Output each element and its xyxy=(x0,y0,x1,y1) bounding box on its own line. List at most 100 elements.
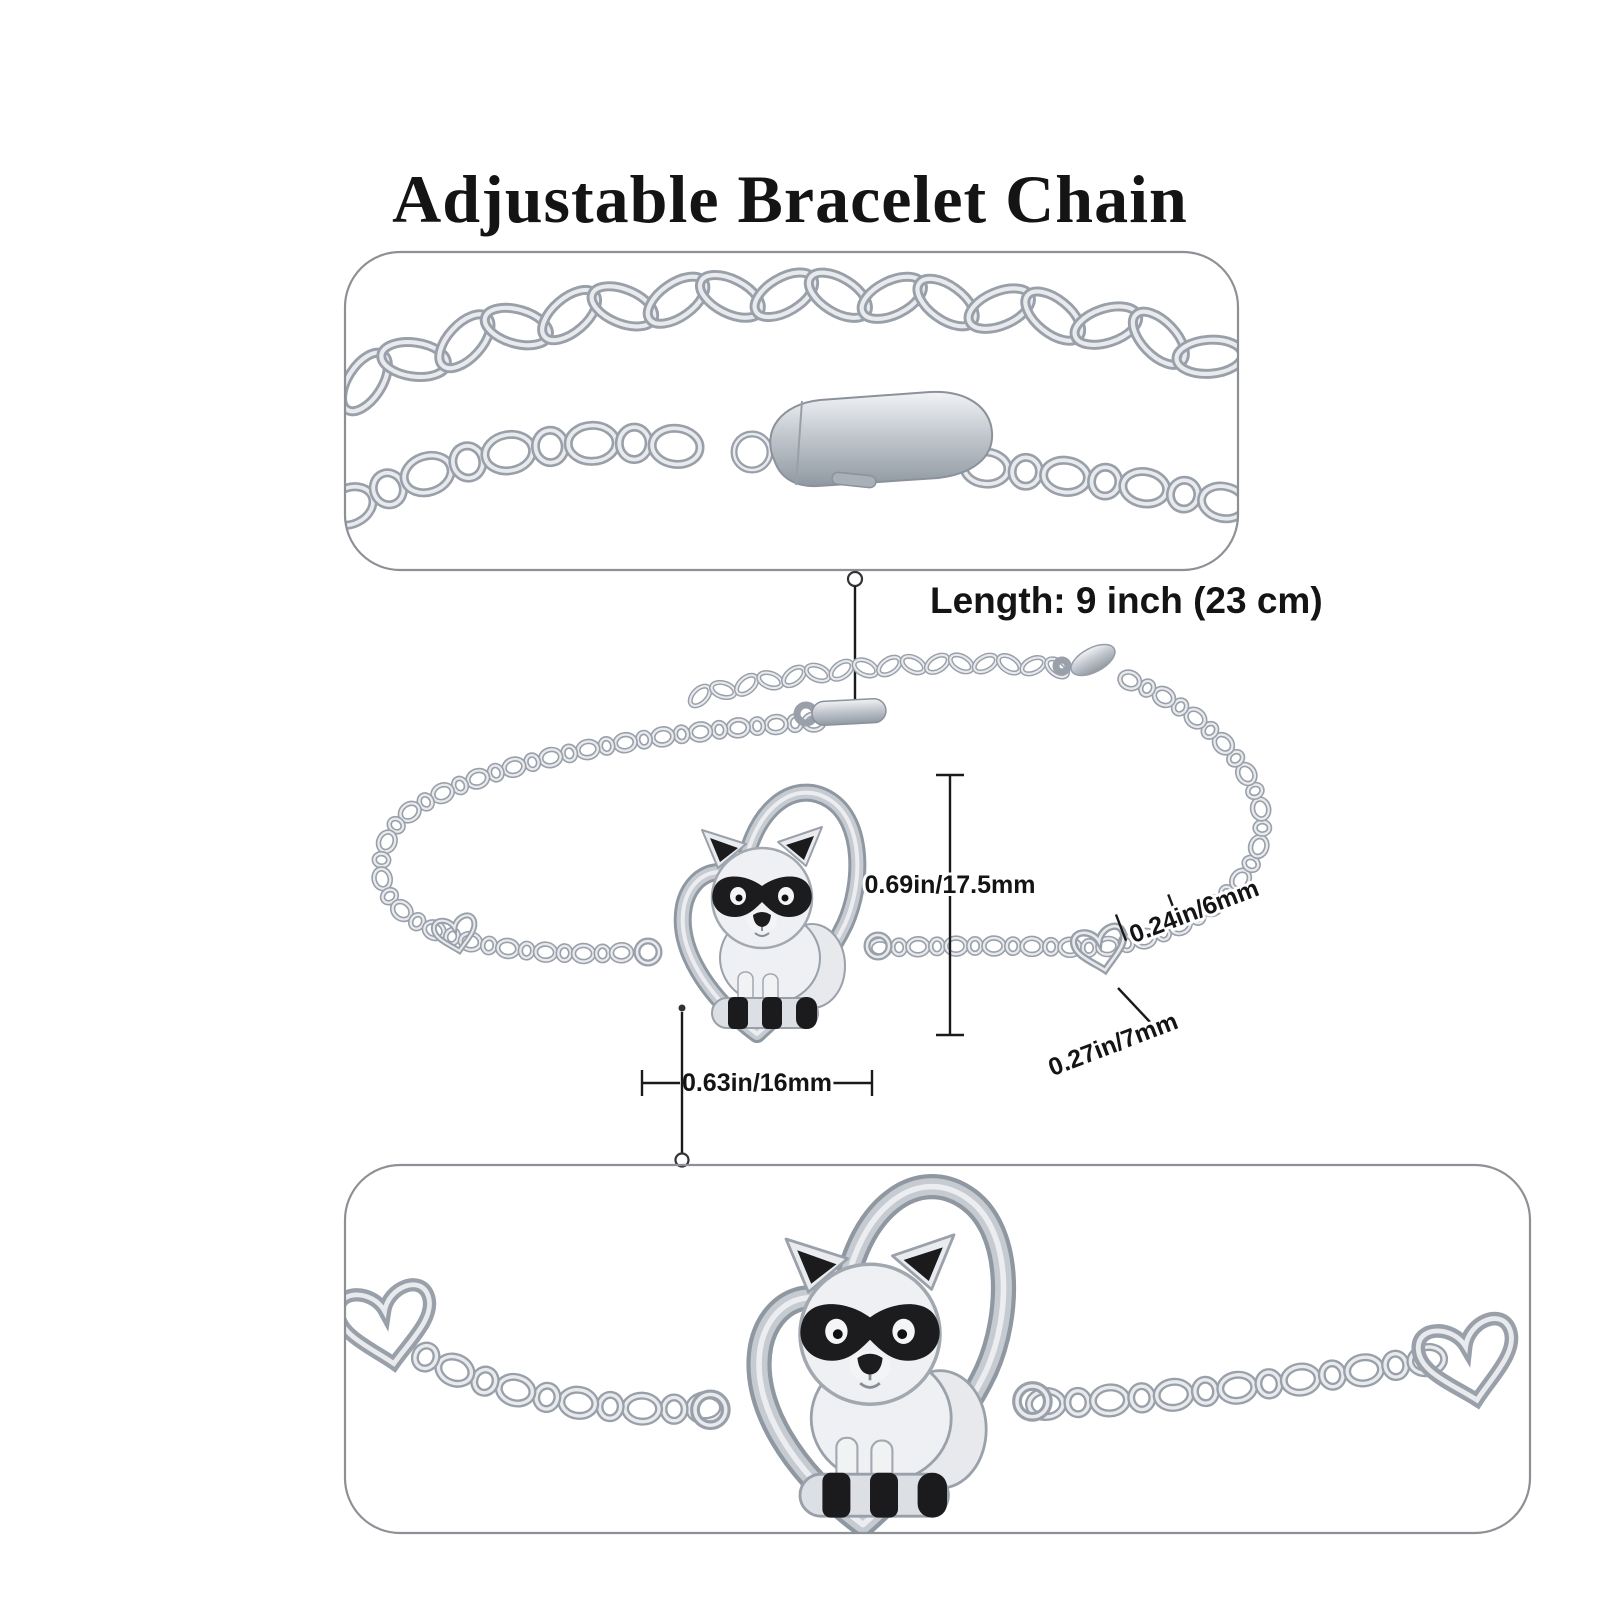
closeup-left-heart-charm xyxy=(336,1282,439,1371)
chain-link xyxy=(1202,895,1224,916)
chain-link xyxy=(599,737,614,755)
clasp-chain-layer xyxy=(345,267,1238,530)
chain-link xyxy=(925,654,950,674)
bracelet-chain-layer xyxy=(371,652,1273,965)
chain-link xyxy=(735,674,758,696)
chain-link xyxy=(727,718,750,738)
heart-width-annotation: 0.24in/6mm xyxy=(1114,871,1266,952)
chain-link xyxy=(372,867,392,890)
chain-link xyxy=(1345,1355,1383,1386)
chain-link xyxy=(1153,687,1175,707)
chain-link xyxy=(614,733,637,752)
chain-link xyxy=(519,942,534,959)
svg-text:0.27in/7mm: 0.27in/7mm xyxy=(1045,1007,1182,1082)
pendant-height-annotation: 0.69in/17.5mm xyxy=(862,773,1038,1037)
chain-link xyxy=(674,725,689,743)
svg-text:0.24in/6mm: 0.24in/6mm xyxy=(1126,874,1263,949)
top-connector xyxy=(846,570,864,707)
chain-link xyxy=(597,1393,623,1420)
chain-link xyxy=(1213,733,1234,755)
chain-link xyxy=(595,945,610,962)
chain-link xyxy=(901,655,926,675)
chain-link xyxy=(1253,820,1271,836)
chain-link xyxy=(502,757,525,777)
chain-link xyxy=(466,769,489,789)
chain-link xyxy=(651,727,674,747)
chain-link xyxy=(413,1343,439,1371)
chain-link xyxy=(689,722,712,742)
chain-link xyxy=(906,937,930,956)
chain-link xyxy=(1005,937,1021,955)
chain-link xyxy=(853,658,878,678)
chain-link xyxy=(1202,722,1218,739)
chain-link xyxy=(710,681,736,699)
chain-link xyxy=(1155,1380,1193,1410)
chain-link xyxy=(1165,475,1203,514)
chain-link xyxy=(497,1375,535,1406)
chain-link xyxy=(1219,885,1236,902)
chain-link xyxy=(1282,1364,1320,1395)
chain-link xyxy=(472,1367,498,1395)
chain-link xyxy=(782,666,806,687)
chain-link xyxy=(1246,783,1264,799)
pendant-closeup-image xyxy=(336,1187,1523,1525)
svg-text:0.69in/17.5mm: 0.69in/17.5mm xyxy=(865,871,1036,899)
chain-link xyxy=(1320,1361,1345,1389)
chain-link xyxy=(1129,1384,1155,1412)
chain-link xyxy=(949,653,974,673)
chain-link xyxy=(480,429,538,476)
top-panel-border xyxy=(343,250,1240,572)
chain-link xyxy=(1065,1389,1091,1416)
chain-link xyxy=(1139,679,1155,697)
chain-link xyxy=(381,888,398,904)
chain-link xyxy=(557,944,572,962)
chain-link xyxy=(1174,337,1238,376)
chain-link xyxy=(661,1395,687,1423)
chain-link xyxy=(418,793,434,811)
chain-link xyxy=(373,852,390,868)
chain-link xyxy=(1249,835,1269,858)
chain-link xyxy=(1189,908,1205,925)
chain-link xyxy=(534,943,557,962)
chain-link xyxy=(1383,1351,1408,1379)
chain-link xyxy=(1020,937,1044,956)
chain-link xyxy=(572,944,595,963)
chain-link xyxy=(967,937,983,955)
chain-link xyxy=(1155,924,1171,941)
heart-height-annotation: 0.27in/7mm xyxy=(1042,987,1185,1085)
chain-link xyxy=(805,664,831,683)
chain-link xyxy=(409,913,425,930)
bottom-connector xyxy=(674,1004,690,1168)
chain-link xyxy=(764,715,788,734)
chain-link xyxy=(431,783,454,803)
chain-link xyxy=(399,802,421,823)
chain-link xyxy=(1230,869,1251,891)
chain-link xyxy=(448,441,488,483)
chain-link xyxy=(576,740,599,759)
chain-link xyxy=(1118,670,1141,690)
chain-link xyxy=(481,937,497,954)
chain-link xyxy=(636,731,652,748)
chain-link xyxy=(891,938,907,956)
chain-link xyxy=(1043,938,1059,956)
chain-link xyxy=(1184,708,1206,729)
chain-link xyxy=(757,671,783,690)
chain-link xyxy=(1243,856,1260,872)
lobster-clasp xyxy=(730,390,994,489)
closeup-right-heart-charm xyxy=(1415,1315,1523,1409)
chain-link xyxy=(650,426,702,467)
chain-link xyxy=(436,1354,474,1386)
chain-link xyxy=(1197,481,1238,524)
chain-link xyxy=(539,748,562,767)
length-label: Length: 9 inch (23 cm) xyxy=(930,580,1323,621)
chain-link xyxy=(997,654,1022,675)
chain-link xyxy=(1081,939,1097,957)
chain-link xyxy=(388,817,405,833)
chain-link xyxy=(1096,937,1119,956)
bottom-panel-border xyxy=(343,1163,1532,1535)
chain-link xyxy=(391,900,413,921)
chain-link xyxy=(1172,698,1188,716)
chain-link xyxy=(561,745,577,762)
chain-link xyxy=(1227,750,1244,767)
